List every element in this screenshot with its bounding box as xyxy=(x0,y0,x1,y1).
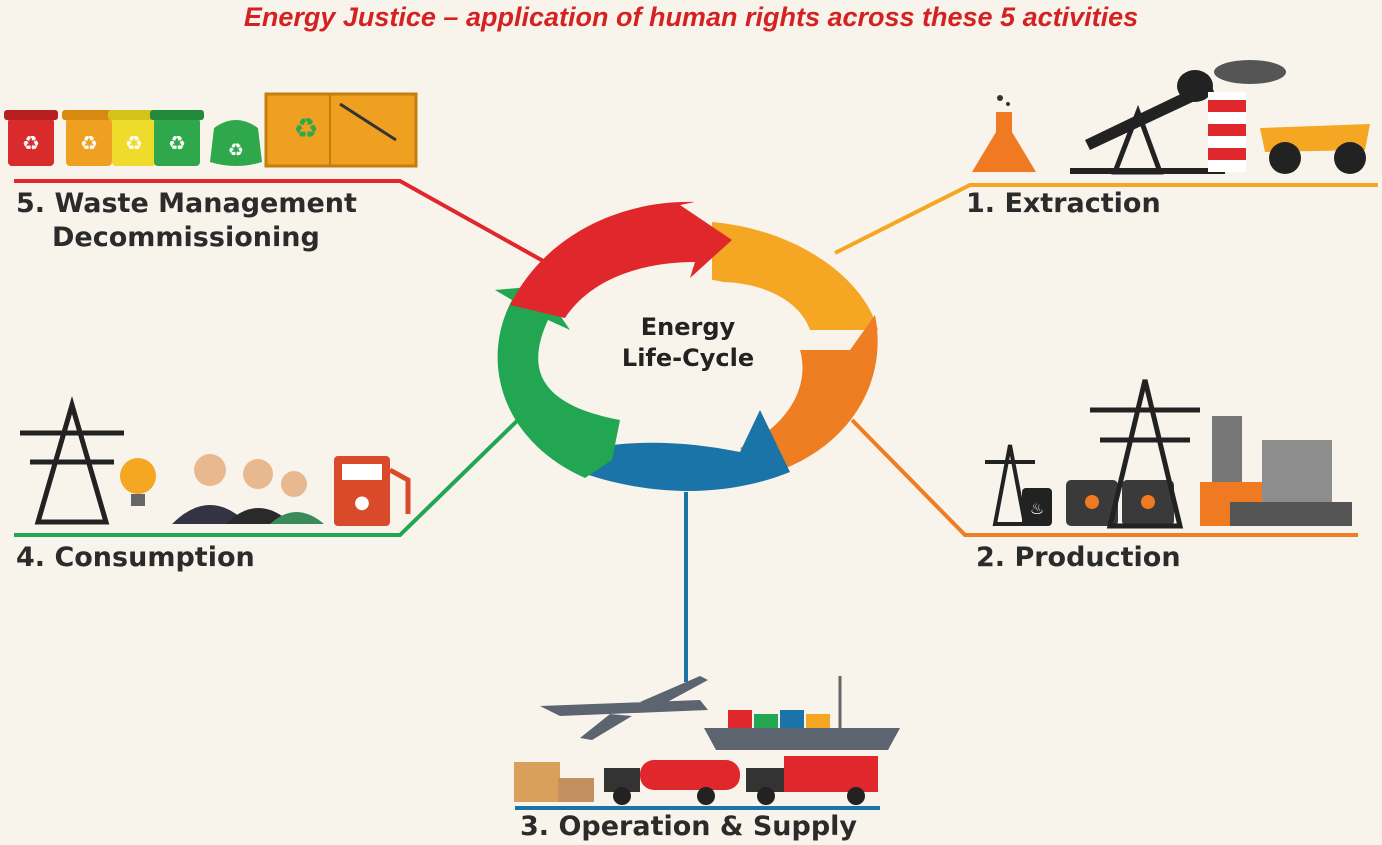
svg-text:♻: ♻ xyxy=(293,112,318,145)
cardboard-boxes-icon xyxy=(514,762,594,802)
recycle-dumpster-icon: ♻ xyxy=(264,92,418,168)
stage-label-waste-line1: 5. Waste Management xyxy=(16,188,357,219)
cycle-center-line1: Energy xyxy=(640,313,736,341)
stage-label-operation: 3. Operation & Supply xyxy=(520,811,858,842)
consumption-icons: ● xyxy=(20,396,411,526)
svg-text:♨: ♨ xyxy=(1030,499,1044,518)
connector-lines xyxy=(14,179,1378,810)
fuel-barrel-icon: ♨ xyxy=(1022,488,1052,526)
people-icon xyxy=(172,454,324,524)
extraction-icons xyxy=(972,60,1370,175)
svg-text:♻: ♻ xyxy=(228,140,244,161)
cycle-arrow-consumption xyxy=(495,286,620,478)
mining-truck-icon xyxy=(1260,124,1370,174)
recycle-bin-yellow-icon: ♻ xyxy=(108,110,160,166)
cycle-center-hole xyxy=(580,278,796,422)
svg-text:♻: ♻ xyxy=(125,131,143,155)
page-title: Energy Justice – application of human ri… xyxy=(243,2,1139,32)
production-icons: ♨ xyxy=(985,379,1352,529)
cycle-arrow-operation xyxy=(575,410,790,491)
connector-production xyxy=(850,418,1358,537)
cycle-arrow-waste xyxy=(510,201,732,318)
svg-text:♻: ♻ xyxy=(168,131,186,155)
factory-icon xyxy=(1200,416,1352,526)
connector-extraction xyxy=(834,183,1378,255)
flask-icon xyxy=(972,95,1036,172)
recycle-bin-red-icon: ♻ xyxy=(4,110,58,166)
cycle-arrow-production xyxy=(740,315,878,475)
recycle-bin-orange-icon: ♻ xyxy=(62,110,116,166)
power-pylon-icon xyxy=(20,396,124,525)
cycle-arrow-extraction xyxy=(712,222,878,330)
fuel-pump-icon: ● xyxy=(334,456,411,526)
cycle-center-label: Energy Life-Cycle xyxy=(588,312,788,374)
stage-label-consumption: 4. Consumption xyxy=(16,542,255,573)
light-bulb-icon xyxy=(120,458,156,506)
stage-label-waste-line2: Decommissioning xyxy=(52,222,320,253)
oil-pumpjack-icon xyxy=(1070,70,1225,175)
smokestack-icon xyxy=(1208,60,1286,172)
operation-icons xyxy=(514,676,900,805)
svg-text:●: ● xyxy=(354,492,370,513)
svg-text:♻: ♻ xyxy=(22,131,40,155)
cycle-center-line2: Life-Cycle xyxy=(621,344,755,372)
connector-waste xyxy=(14,179,546,264)
recycle-bin-green-icon: ♻ xyxy=(150,110,204,166)
connector-consumption xyxy=(14,416,522,537)
waste-icons: ♻ ♻ ♻ ♻ ♻ ♻ xyxy=(4,92,418,168)
tanker-truck-icon xyxy=(604,760,740,805)
cargo-ship-icon xyxy=(704,676,900,750)
cycle-ring xyxy=(495,201,878,491)
airplane-icon xyxy=(540,676,708,740)
stage-label-production: 2. Production xyxy=(976,542,1181,573)
stage-label-extraction: 1. Extraction xyxy=(966,188,1161,219)
svg-text:♻: ♻ xyxy=(80,131,98,155)
oil-barrels-icon xyxy=(1066,480,1174,526)
power-pylon-icon-small xyxy=(985,444,1035,526)
cargo-truck-icon xyxy=(746,756,878,805)
recycle-bag-icon: ♻ xyxy=(210,120,262,166)
power-pylon-icon-large xyxy=(1090,379,1200,529)
